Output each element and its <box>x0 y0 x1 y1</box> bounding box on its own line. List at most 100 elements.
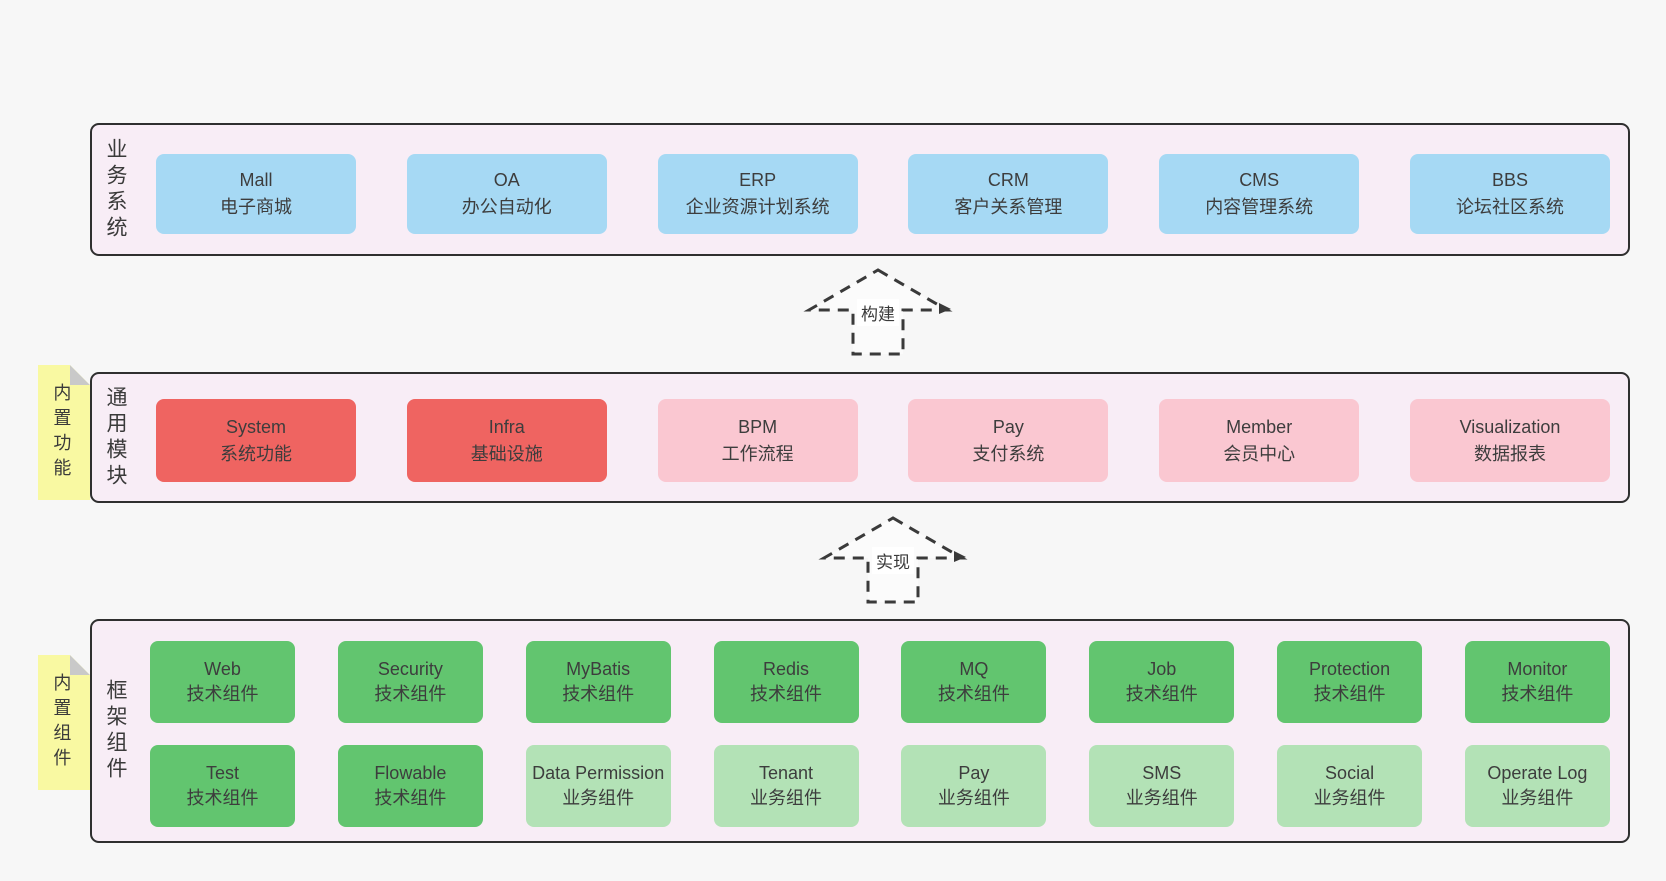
box-subtitle: 业务组件 <box>750 788 823 808</box>
built-in-components-note-label: 内置组件 <box>51 672 72 773</box>
box-title: OA <box>493 170 520 190</box>
box-subtitle: 业务组件 <box>1501 788 1574 808</box>
box-mybatis: MyBatis 技术组件 <box>525 641 671 723</box>
box-subtitle: 技术组件 <box>186 684 259 704</box>
box-title: BPM <box>738 416 778 437</box>
box-infra: Infra 基础设施 <box>406 399 607 482</box>
box-subtitle: 工作流程 <box>721 443 794 464</box>
box-title: Protection <box>1309 658 1391 679</box>
common-modules-side-label: 通用模块 <box>104 385 127 490</box>
box-subtitle: 技术组件 <box>1313 684 1386 704</box>
note-fold-corner-icon <box>70 365 90 385</box>
box-flowable: Flowable 技术组件 <box>337 745 483 827</box>
business-systems-panel: 业务系统 Mall 电子商城 OA 办公自动化 ERP 企业资源计划系统 CRM… <box>90 123 1630 256</box>
built-in-features-note: 内置功能 <box>38 365 90 500</box>
implement-arrow: 实现 <box>818 514 968 606</box>
box-visualization: Visualization 数据报表 <box>1409 399 1610 482</box>
implement-arrow-label: 实现 <box>872 547 914 574</box>
box-subtitle: 业务组件 <box>1313 788 1386 808</box>
box-subtitle: 会员中心 <box>1223 443 1296 464</box>
box-title: System <box>225 416 286 437</box>
box-operate-log: Operate Log 业务组件 <box>1464 745 1610 827</box>
box-protection: Protection 技术组件 <box>1277 641 1423 723</box>
box-subtitle: 电子商城 <box>220 197 292 217</box>
box-subtitle: 技术组件 <box>1501 684 1574 704</box>
business-box-row: Mall 电子商城 OA 办公自动化 ERP 企业资源计划系统 CRM 客户关系… <box>156 154 1610 234</box>
box-title: Operate Log <box>1487 762 1588 783</box>
box-title: Infra <box>488 416 525 437</box>
box-title: Mall <box>239 170 273 190</box>
box-sms: SMS 业务组件 <box>1089 745 1235 827</box>
box-title: CMS <box>1239 170 1280 190</box>
box-redis: Redis 技术组件 <box>713 641 859 723</box>
box-title: Social <box>1325 762 1375 783</box>
framework-components-side-label: 框架组件 <box>104 679 127 783</box>
box-security: Security 技术组件 <box>337 641 483 723</box>
box-system: System 系统功能 <box>156 399 356 482</box>
box-title: MQ <box>959 658 989 679</box>
built-in-features-note-label: 内置功能 <box>51 382 72 483</box>
box-subtitle: 技术组件 <box>374 788 447 808</box>
box-title: Pay <box>992 416 1024 437</box>
box-bpm: BPM 工作流程 <box>657 399 858 482</box>
box-tenant: Tenant 业务组件 <box>713 745 859 827</box>
box-subtitle: 技术组件 <box>562 684 635 704</box>
box-title: Monitor <box>1507 658 1568 679</box>
box-crm: CRM 客户关系管理 <box>908 154 1109 234</box>
box-data-permission: Data Permission 业务组件 <box>525 745 671 827</box>
box-subtitle: 数据报表 <box>1473 443 1546 464</box>
box-oa: OA 办公自动化 <box>406 154 607 234</box>
box-title: Security <box>377 658 443 679</box>
box-title: Web <box>204 658 241 679</box>
modules-box-row: System 系统功能 Infra 基础设施 BPM 工作流程 Pay 支付系统… <box>156 399 1610 482</box>
box-subtitle: 办公自动化 <box>461 197 552 217</box>
box-subtitle: 技术组件 <box>937 684 1010 704</box>
box-subtitle: 技术组件 <box>374 684 447 704</box>
box-mall: Mall 电子商城 <box>156 154 356 234</box>
box-subtitle: 内容管理系统 <box>1205 197 1314 217</box>
box-title: Job <box>1147 658 1177 679</box>
box-monitor: Monitor 技术组件 <box>1464 641 1610 723</box>
box-title: MyBatis <box>566 658 631 679</box>
box-subtitle: 客户关系管理 <box>954 197 1063 217</box>
box-subtitle: 业务组件 <box>937 788 1010 808</box>
framework-box-row-2: Test 技术组件 Flowable 技术组件 Data Permission … <box>150 745 1610 827</box>
business-systems-side-label: 业务系统 <box>104 137 127 242</box>
box-pay-component: Pay 业务组件 <box>901 745 1047 827</box>
framework-components-panel: 框架组件 Web 技术组件 Security 技术组件 MyBatis 技术组件… <box>90 619 1630 843</box>
box-subtitle: 支付系统 <box>972 443 1045 464</box>
box-title: Tenant <box>759 762 814 783</box>
box-subtitle: 企业资源计划系统 <box>685 197 830 217</box>
box-erp: ERP 企业资源计划系统 <box>657 154 858 234</box>
box-subtitle: 基础设施 <box>470 443 543 464</box>
box-title: BBS <box>1491 170 1528 190</box>
box-subtitle: 系统功能 <box>220 443 292 464</box>
box-title: Member <box>1226 416 1293 437</box>
box-title: CRM <box>987 170 1029 190</box>
box-title: ERP <box>739 170 777 190</box>
box-mq: MQ 技术组件 <box>901 641 1047 723</box>
box-test: Test 技术组件 <box>150 745 295 827</box>
box-job: Job 技术组件 <box>1089 641 1235 723</box>
box-subtitle: 技术组件 <box>186 788 259 808</box>
box-member: Member 会员中心 <box>1159 399 1360 482</box>
box-pay-module: Pay 支付系统 <box>908 399 1109 482</box>
note-fold-corner-icon <box>70 655 90 675</box>
box-subtitle: 业务组件 <box>1125 788 1198 808</box>
box-cms: CMS 内容管理系统 <box>1159 154 1360 234</box>
box-subtitle: 技术组件 <box>750 684 823 704</box>
box-title: Test <box>205 762 239 783</box>
box-subtitle: 论坛社区系统 <box>1455 197 1564 217</box>
box-subtitle: 业务组件 <box>562 788 635 808</box>
box-web: Web 技术组件 <box>150 641 295 723</box>
box-title: SMS <box>1142 762 1182 783</box>
common-modules-panel: 通用模块 System 系统功能 Infra 基础设施 BPM 工作流程 Pay… <box>90 372 1630 503</box>
box-social: Social 业务组件 <box>1277 745 1423 827</box>
built-in-components-note: 内置组件 <box>38 655 90 790</box>
build-arrow-label: 构建 <box>857 299 899 326</box>
box-title: Redis <box>763 658 810 679</box>
box-subtitle: 技术组件 <box>1125 684 1198 704</box>
build-arrow: 构建 <box>803 266 953 358</box>
box-title: Flowable <box>374 762 447 783</box>
box-title: Pay <box>958 762 990 783</box>
